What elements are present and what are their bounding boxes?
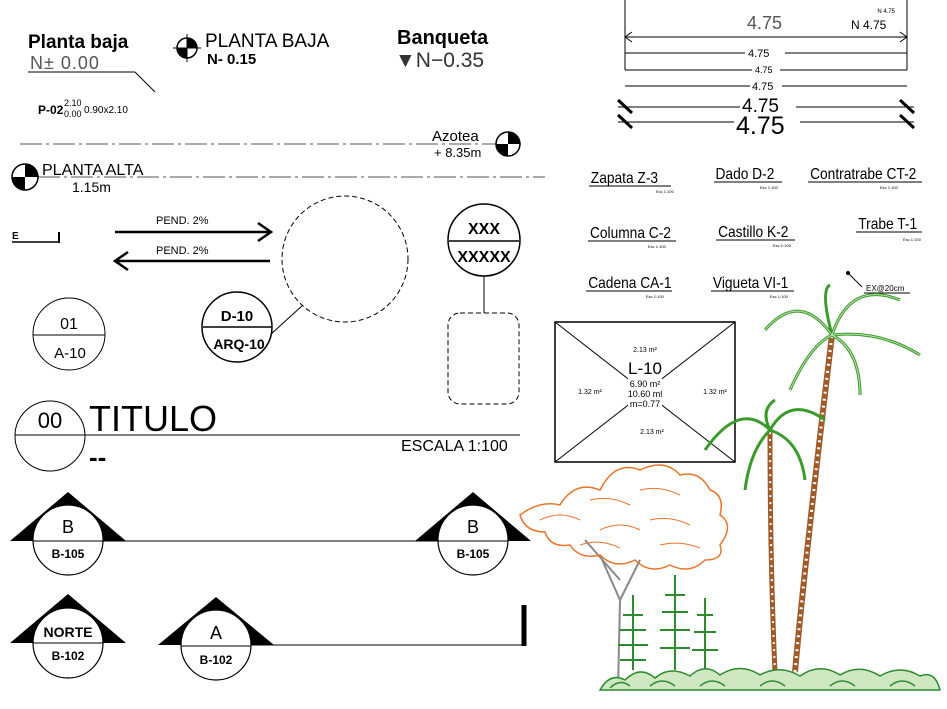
slab-area-right: 1.32 m² — [703, 389, 727, 396]
scale-cadena: Esc 1:100 — [646, 294, 665, 299]
planta-baja-title: Planta baja — [28, 32, 129, 53]
slab-name: L-10 — [628, 359, 662, 378]
door-tag-sup: 2.10 — [64, 98, 82, 108]
section-b-ref: B-105 — [52, 547, 85, 561]
level-planta-baja: Planta baja N± 0.00 — [28, 32, 156, 93]
detail-callout-d10: D-10 ARQ-10 — [201, 195, 409, 363]
d10-bottom: ARQ-10 — [213, 336, 265, 352]
level-planta-alta: PLANTA ALTA 1.15m — [11, 162, 545, 195]
slope-arrows: PEND. 2% PEND. 2% — [112, 215, 274, 272]
section-a-letter: A — [210, 623, 222, 643]
section-line-a: A B-102 — [158, 597, 527, 681]
scale-columna: Esc 1:100 — [648, 244, 667, 249]
dimension-labels: 4.75 N 4.75 N 4.75 4.75 4.75 4.75 4.75 4… — [734, 9, 896, 140]
slab-area-top: 2.13 m² — [633, 347, 657, 354]
banqueta-title: Banqueta — [397, 27, 489, 49]
section-b2-letter: B — [467, 517, 479, 537]
azotea-title: Azotea — [432, 128, 479, 145]
palm-small-icon — [703, 398, 826, 673]
planta-baja-value: N± 0.00 — [30, 53, 100, 73]
arrow-right-icon — [257, 221, 274, 243]
north-marker: NORTE B-102 — [10, 594, 126, 679]
section-b2-ref: B-105 — [457, 547, 490, 561]
door-tag-dims: 0.90x2.10 — [84, 105, 128, 116]
slab-line3: m=0.77 — [630, 399, 660, 409]
shrubs-icon — [598, 667, 941, 691]
callout-01-top: 01 — [60, 316, 78, 333]
scale-contratrabe: Esc 1:100 — [880, 185, 899, 190]
scale-dado: Esc 1:100 — [760, 185, 779, 190]
xxx-top: XXX — [468, 221, 500, 238]
door-tag-id: P-02 — [38, 103, 64, 117]
dashed-circle — [281, 195, 409, 323]
slab-area-left: 1.32 m² — [578, 389, 602, 396]
slope-right-label: PEND. 2% — [156, 215, 209, 227]
elevation-marker-e: E — [12, 231, 60, 243]
dim-label-top-small: N 4.75 — [877, 9, 895, 15]
label-columna: Columna C-2 — [590, 224, 671, 242]
dim-label-3: 4.75 — [755, 65, 773, 75]
dim-label-corner: N 4.75 — [851, 18, 887, 32]
label-dado: Dado D-2 — [716, 165, 775, 183]
door-tag: P-02 2.10 0.00 0.90x2.10 — [38, 98, 128, 119]
label-small-note: EX@20cm — [866, 284, 905, 293]
xxx-bottom: XXXXX — [457, 249, 511, 266]
planta-baja-caps-title: PLANTA BAJA — [205, 31, 330, 52]
level-banqueta: Banqueta ▼N−0.35 — [395, 27, 489, 72]
title-subtitle: -- — [89, 442, 106, 472]
scale-vigueta: Esc 1:100 — [770, 294, 789, 299]
label-contratrabe: Contratrabe CT-2 — [810, 165, 916, 183]
title-scale: ESCALA 1:100 — [401, 438, 508, 455]
tree-orange-icon — [519, 464, 729, 691]
azotea-value: + 8.35m — [434, 145, 481, 160]
planta-alta-value: 1.15m — [72, 179, 111, 195]
label-trabe: Trabe T-1 — [858, 215, 917, 233]
elevation-letter: E — [12, 231, 19, 242]
slab-line1: 6.90 m² — [630, 379, 661, 389]
north-ref: B-102 — [52, 649, 85, 663]
level-planta-baja-caps: PLANTA BAJA N- 0.15 — [173, 31, 330, 68]
callout-xxx: XXX XXXXX — [447, 203, 521, 405]
slab-line2: 10.60 ml — [628, 389, 663, 399]
label-vigueta: Vigueta VI-1 — [713, 274, 788, 292]
scale-trabe: Esc 1:100 — [903, 237, 922, 242]
conifers-icon — [618, 575, 718, 670]
title-number: 00 — [38, 408, 62, 433]
dim-label-2: 4.75 — [748, 48, 769, 60]
title-block: 00 TITULO -- ESCALA 1:100 — [14, 398, 520, 472]
dim-label-1: 4.75 — [747, 13, 782, 33]
north-label: NORTE — [44, 624, 93, 640]
palm-large-icon — [763, 283, 921, 673]
slope-left-label: PEND. 2% — [156, 245, 209, 257]
door-tag-sub: 0.00 — [64, 109, 82, 119]
level-azotea: Azotea + 8.35m — [20, 128, 521, 160]
section-b-letter: B — [62, 517, 74, 537]
planta-baja-leader — [134, 71, 156, 93]
section-a-ref: B-102 — [200, 653, 233, 667]
title-text: TITULO — [89, 398, 217, 439]
callout-01-bottom: A-10 — [54, 345, 86, 362]
structural-labels: Zapata Z-3 Esc 1:100 Dado D-2 Esc 1:100 … — [586, 165, 922, 299]
dim-label-5: 4.75 — [742, 96, 779, 117]
scale-zapata: Esc 1:100 — [656, 189, 675, 194]
dim-label-4: 4.75 — [752, 81, 773, 93]
slab-area-bottom: 2.13 m² — [640, 429, 664, 436]
scale-castillo: Esc 1:100 — [773, 243, 792, 248]
label-cadena: Cadena CA-1 — [588, 274, 671, 292]
planta-alta-title: PLANTA ALTA — [42, 162, 144, 179]
dim-label-6: 4.75 — [736, 112, 785, 140]
d10-top: D-10 — [221, 308, 254, 325]
arrow-left-icon — [112, 250, 129, 272]
dashed-detail-rect — [447, 312, 520, 405]
section-line-b: B B-105 B B-105 — [10, 492, 531, 576]
label-zapata: Zapata Z-3 — [591, 169, 658, 187]
planta-baja-caps-value: N- 0.15 — [207, 51, 256, 68]
label-castillo: Castillo K-2 — [718, 223, 788, 241]
callout-01: 01 A-10 — [32, 297, 106, 371]
slab-l10: 2.13 m² L-10 6.90 m² 10.60 ml m=0.77 1.3… — [554, 321, 736, 463]
banqueta-value: ▼N−0.35 — [395, 49, 484, 72]
